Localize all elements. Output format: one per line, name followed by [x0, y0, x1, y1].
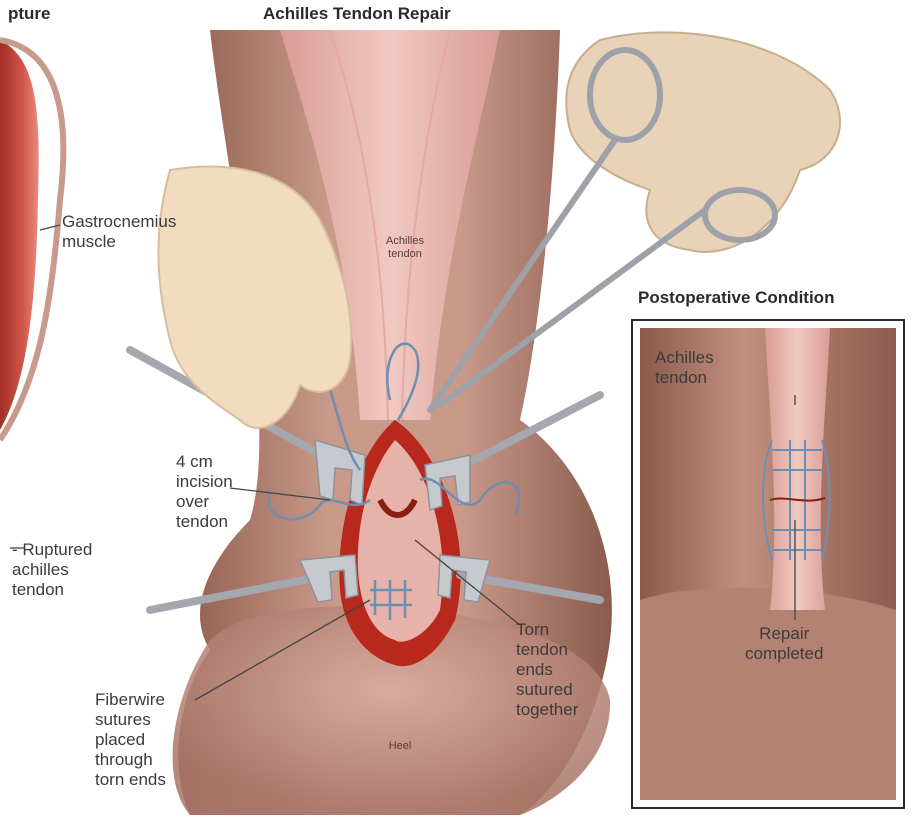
label-repair-completed: Repair completed [745, 624, 823, 664]
left-muscle-partial [0, 40, 63, 440]
title-inset: Postoperative Condition [638, 288, 834, 308]
label-achilles-tendon-inset: Achilles tendon [655, 348, 714, 388]
inset-panel [632, 320, 904, 808]
title-left-partial: pture [8, 4, 51, 24]
label-ruptured: - Ruptured achilles tendon [12, 540, 92, 600]
label-fiberwire: Fiberwire sutures placed through torn en… [95, 690, 166, 790]
label-heel: Heel [375, 740, 425, 753]
label-torn-ends: Torn tendon ends sutured together [516, 620, 578, 720]
label-achilles-tendon-main: Achilles tendon [370, 235, 440, 261]
label-gastrocnemius: Gastrocnemius muscle [62, 212, 176, 252]
title-main: Achilles Tendon Repair [263, 4, 451, 24]
label-incision: 4 cm incision over tendon [176, 452, 233, 532]
